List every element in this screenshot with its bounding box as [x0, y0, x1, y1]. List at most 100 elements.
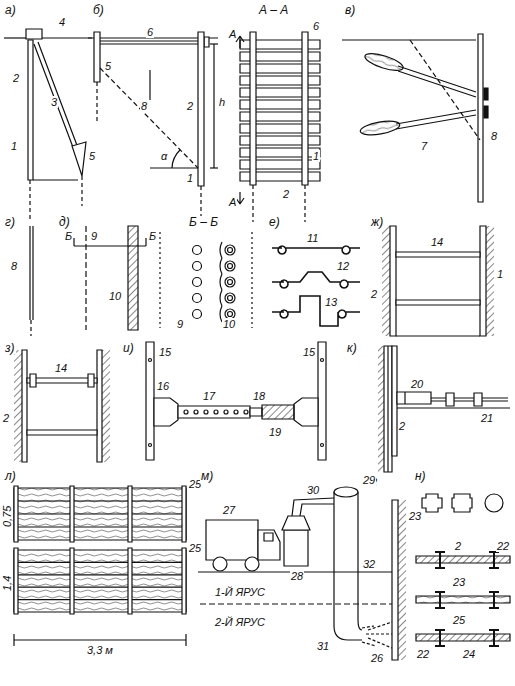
board-joint	[14, 599, 186, 600]
callout-number: 12	[336, 260, 350, 272]
panel-letter: м)	[200, 470, 214, 482]
pile	[193, 294, 202, 303]
i-beam	[435, 630, 445, 646]
pile	[225, 293, 235, 303]
callout-number: 2	[370, 288, 378, 300]
section-name: Б – Б	[188, 216, 219, 228]
hole	[194, 410, 198, 414]
dimension-value: 3,3 м	[86, 644, 114, 656]
panel-letter: б)	[92, 4, 105, 16]
callout-number: 8	[140, 100, 148, 112]
panel-m	[198, 487, 406, 660]
panel-l	[14, 486, 186, 646]
panel-a	[4, 29, 92, 222]
callout-number: 21	[480, 412, 494, 424]
dimension-letter: h	[218, 96, 226, 108]
batten	[14, 486, 18, 542]
callout-number: 8	[10, 260, 18, 272]
section-mark: Б	[148, 230, 157, 242]
callout-number: 2	[186, 100, 194, 112]
pile-core	[228, 248, 233, 253]
callout-number: 23	[452, 576, 466, 588]
callout-number: 6	[146, 26, 154, 38]
lagging	[220, 258, 222, 274]
callout-number: 30	[306, 484, 320, 496]
tier-label: 1-Й ЯРУС	[214, 586, 266, 598]
i-beam	[489, 630, 499, 646]
callout-number: 23	[408, 510, 422, 522]
batten	[128, 548, 132, 614]
section-mark: А	[228, 28, 237, 40]
callout-number: 19	[268, 426, 282, 438]
callout-number: 2	[2, 412, 10, 424]
callout-number: 16	[156, 380, 170, 392]
angle-symbol: α	[160, 150, 168, 162]
batten	[128, 486, 132, 542]
callout-number: 28	[290, 570, 304, 582]
callout-number: 1	[312, 150, 320, 162]
callout-number: 9	[90, 230, 98, 242]
section-name: А – А	[258, 4, 289, 16]
callout-number: 3	[50, 96, 58, 108]
dimension-value: 0,75	[1, 505, 13, 528]
batten	[14, 548, 18, 614]
panel-letter: и)	[122, 342, 135, 354]
hole	[244, 410, 248, 414]
callout-number: 14	[430, 236, 444, 248]
pile-core	[228, 264, 233, 269]
callout-number: 4	[58, 16, 66, 28]
callout-number: 11	[306, 232, 319, 244]
hole	[184, 410, 188, 414]
callout-number: 10	[108, 290, 122, 302]
pile	[193, 246, 202, 255]
pile-core	[228, 312, 233, 317]
panel-v	[342, 34, 488, 202]
batten	[70, 548, 74, 614]
callout-number: 17	[202, 390, 216, 402]
board-joint	[14, 562, 186, 563]
dimension-value: 1,4	[1, 575, 13, 592]
batten	[182, 548, 186, 614]
callout-number: 26	[370, 652, 384, 664]
section-a-a	[236, 32, 320, 222]
i-beam	[489, 552, 499, 568]
pile	[225, 277, 235, 287]
hole	[234, 410, 238, 414]
panel-letter: д)	[58, 216, 71, 228]
callout-number: 22	[416, 648, 430, 660]
pile	[193, 262, 202, 271]
callout-number: 5	[88, 150, 96, 162]
panel-letter: з)	[4, 342, 16, 354]
section-mark: Б	[64, 230, 73, 242]
batten	[182, 486, 186, 542]
callout-number: 14	[54, 362, 68, 374]
callout-number: 24	[462, 648, 476, 660]
pile	[193, 310, 202, 319]
board-joint	[14, 513, 186, 514]
panel-g-d	[30, 226, 252, 336]
callout-number: 18	[252, 390, 266, 402]
panel-z	[14, 350, 110, 462]
i-beam	[435, 552, 445, 568]
panel-letter: к)	[346, 342, 358, 354]
panel-letter: г)	[4, 216, 16, 228]
pile	[193, 278, 202, 287]
callout-number: 2	[398, 420, 406, 432]
panel-letter: в)	[344, 4, 356, 16]
callout-number: 10	[222, 318, 236, 330]
hole	[204, 410, 208, 414]
panel-letter: е)	[268, 216, 281, 228]
pile	[225, 245, 235, 255]
i-beam	[489, 592, 499, 608]
pile-core	[228, 296, 233, 301]
pile	[225, 261, 235, 271]
board-joint	[14, 587, 186, 588]
callout-number: 15	[158, 346, 172, 358]
section-mark: А	[228, 196, 237, 208]
tier-label: 2-Й ЯРУС	[214, 616, 266, 628]
callout-number: 25	[188, 542, 202, 554]
board-joint	[14, 500, 186, 501]
callout-number: 1	[496, 268, 504, 280]
